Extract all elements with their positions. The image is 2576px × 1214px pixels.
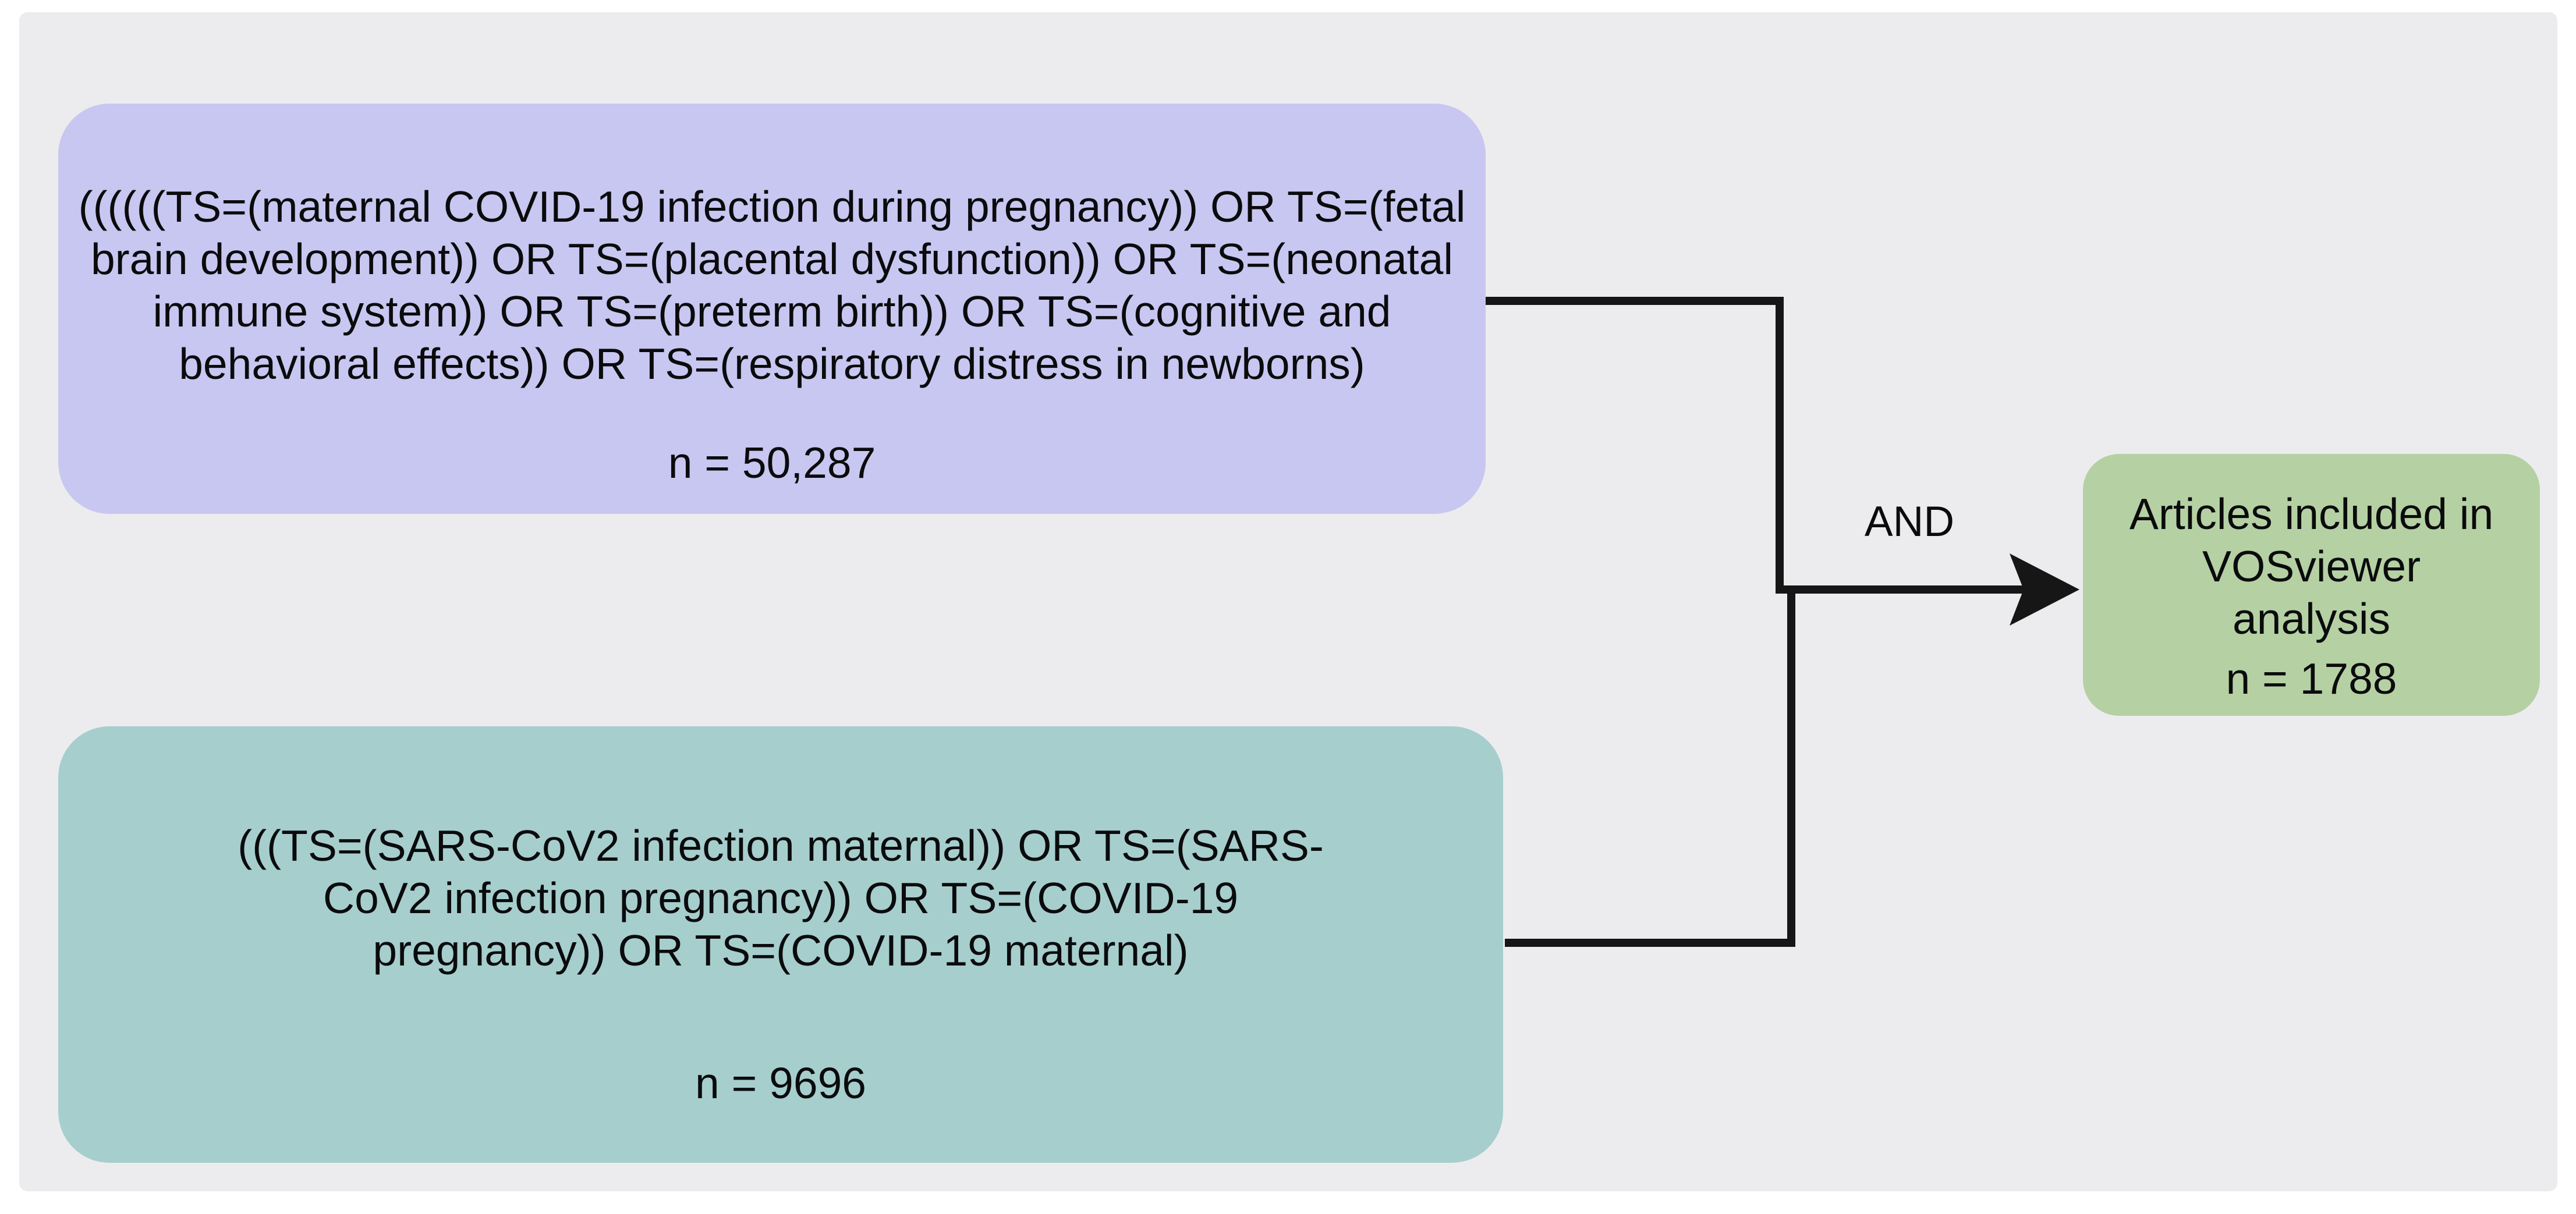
query1-count: n = 50,287 bbox=[668, 438, 876, 487]
query1-line-2: brain development)) OR TS=(placental dys… bbox=[90, 235, 1454, 283]
result-line-2: VOSviewer bbox=[2202, 542, 2421, 591]
result-count: n = 1788 bbox=[2226, 654, 2397, 703]
and-operator-label: AND bbox=[1864, 498, 1955, 545]
result-line-1: Articles included in bbox=[2129, 489, 2494, 538]
query2-line-3: pregnancy)) OR TS=(COVID-19 maternal) bbox=[373, 926, 1189, 975]
query1-line-1: ((((((TS=(maternal COVID-19 infection du… bbox=[78, 182, 1466, 231]
query-box-covid-maternal: (((TS=(SARS-CoV2 infection maternal)) OR… bbox=[58, 726, 1503, 1163]
query1-line-3: immune system)) OR TS=(preterm birth)) O… bbox=[153, 287, 1391, 336]
result-line-3: analysis bbox=[2233, 594, 2390, 643]
query1-line-4: behavioral effects)) OR TS=(respiratory … bbox=[179, 339, 1365, 388]
query-box-broad-terms: ((((((TS=(maternal COVID-19 infection du… bbox=[58, 104, 1486, 514]
query2-count: n = 9696 bbox=[695, 1059, 867, 1107]
result-box-included-articles: Articles included in VOSviewer analysis … bbox=[2083, 454, 2540, 716]
query2-line-1: (((TS=(SARS-CoV2 infection maternal)) OR… bbox=[238, 821, 1324, 870]
query2-line-2: CoV2 infection pregnancy)) OR TS=(COVID-… bbox=[323, 874, 1239, 922]
